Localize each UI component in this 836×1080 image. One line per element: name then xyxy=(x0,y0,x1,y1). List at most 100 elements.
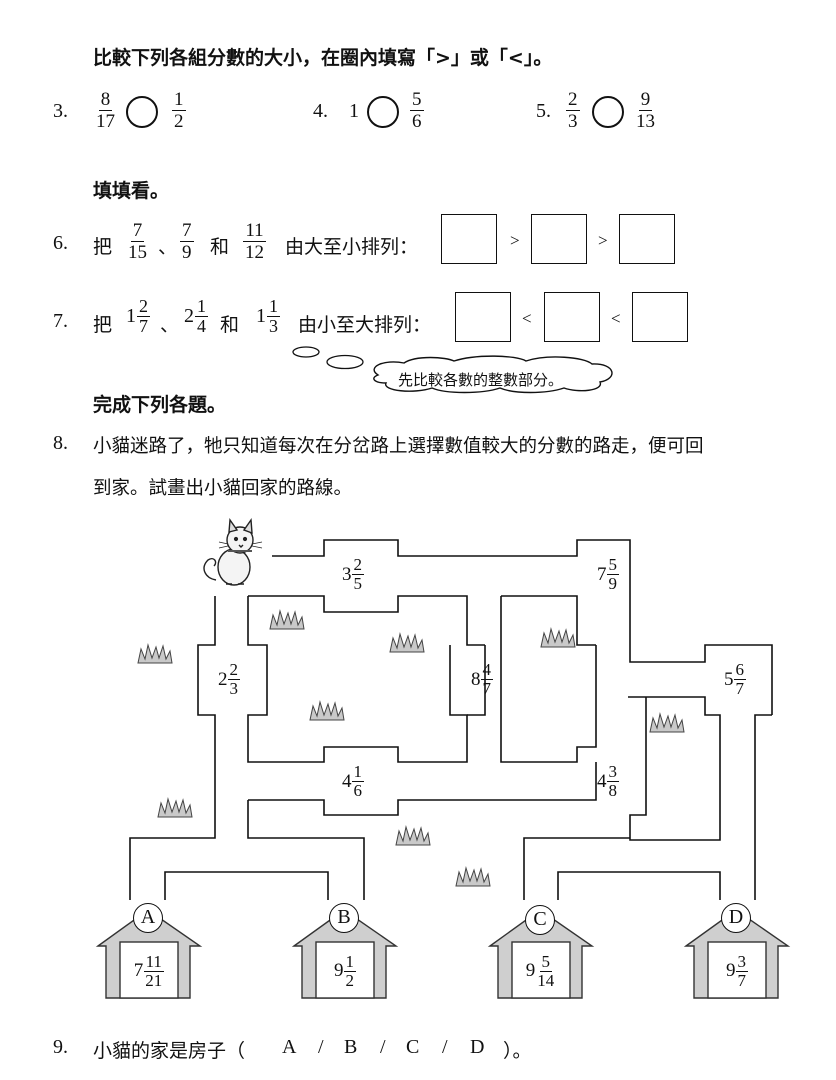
numerator: 9 xyxy=(638,89,653,111)
q9-close: ）。 xyxy=(503,1040,532,1062)
q9-choice-c[interactable]: C xyxy=(406,1036,420,1058)
q8-number: 8. xyxy=(53,432,68,454)
numerator: 4 xyxy=(480,660,493,680)
numerator: 11 xyxy=(143,951,164,972)
whole-part: 9 xyxy=(726,960,736,981)
denominator: 3 xyxy=(229,679,239,698)
house-b-icon xyxy=(291,909,399,999)
q7-operator-1: < xyxy=(522,309,532,328)
q3-answer-circle[interactable] xyxy=(126,96,158,128)
q9-slash-1: / xyxy=(318,1036,324,1058)
numerator: 1 xyxy=(351,762,364,782)
q3-left-fraction: 8 17 xyxy=(94,89,117,132)
q5-answer-circle[interactable] xyxy=(592,96,624,128)
q6-fraction-c: 11 12 xyxy=(243,220,266,263)
whole-part: 8 xyxy=(471,668,481,690)
q9-choice-d[interactable]: D xyxy=(470,1036,485,1058)
denominator: 3 xyxy=(568,111,578,132)
q8-text-line1: 小貓迷路了，牠只知道每次在分岔路上選擇數值較大的分數的路走，便可回 xyxy=(93,436,704,457)
numerator: 8 xyxy=(98,89,113,111)
q9-slash-3: / xyxy=(442,1036,448,1058)
q3-right-fraction: 1 2 xyxy=(172,89,186,132)
q4-number: 4. xyxy=(313,100,328,122)
whole-part: 3 xyxy=(342,563,352,585)
q7-answer-box-2[interactable] xyxy=(544,292,600,342)
whole-part: 1 xyxy=(126,305,136,327)
whole-part: 9 xyxy=(525,960,536,981)
q6-number: 6. xyxy=(53,232,68,254)
house-c-letter: C xyxy=(525,905,555,935)
q7-operator-2: < xyxy=(611,309,621,328)
q6-answer-box-2[interactable] xyxy=(531,214,587,264)
whole-part: 2 xyxy=(184,305,194,327)
denominator: 13 xyxy=(636,111,655,132)
numerator: 5 xyxy=(410,89,424,111)
numerator: 1 xyxy=(267,296,280,317)
numerator: 2 xyxy=(566,89,580,111)
q6-operator-2: > xyxy=(598,231,608,250)
numerator: 2 xyxy=(137,296,150,317)
numerator: 2 xyxy=(351,555,364,575)
section1-title: 比較下列各組分數的大小，在圈內填寫「>」或「<」。 xyxy=(93,47,553,69)
q6-ba: 把 xyxy=(93,236,113,258)
q7-number: 7. xyxy=(53,310,68,332)
q9-choice-a[interactable]: A xyxy=(282,1036,297,1058)
whole-part: 1 xyxy=(256,305,266,327)
whole-part: 7 xyxy=(597,563,607,585)
numerator: 3 xyxy=(606,762,619,782)
denominator: 2 xyxy=(174,111,184,132)
q8-text-line2: 到家。試畫出小貓回家的路線。 xyxy=(93,478,353,499)
q6-operator-1: > xyxy=(510,231,520,250)
whole-part: 9 xyxy=(334,960,344,981)
house-a-icon xyxy=(95,909,203,999)
house-d-letter: D xyxy=(721,903,751,933)
numerator: 1 xyxy=(195,296,208,317)
house-d-icon xyxy=(683,909,791,999)
whole-part: 5 xyxy=(724,668,734,690)
q6-answer-box-3[interactable] xyxy=(619,214,675,264)
numerator: 1 xyxy=(172,89,186,111)
section3-title: 完成下列各題。 xyxy=(93,394,227,416)
q7-number-b: 2 1 4 xyxy=(184,297,208,336)
q7-number-a: 1 2 7 xyxy=(126,297,150,336)
denominator: 4 xyxy=(197,316,206,336)
denominator: 14 xyxy=(537,970,555,990)
q5-number: 5. xyxy=(536,100,551,122)
houses-drawing xyxy=(95,909,791,999)
denominator: 17 xyxy=(96,111,115,132)
q6-and: 和 xyxy=(210,236,230,258)
denominator: 2 xyxy=(345,970,355,990)
denominator: 21 xyxy=(145,970,163,990)
section2-title: 填填看。 xyxy=(93,180,170,202)
numerator: 7 xyxy=(130,220,145,242)
q7-separator: 、 xyxy=(160,314,180,336)
denominator: 15 xyxy=(128,242,147,263)
denominator: 9 xyxy=(182,242,192,263)
q7-answer-box-3[interactable] xyxy=(632,292,688,342)
q4-left-value: 1 xyxy=(349,100,359,122)
numerator: 6 xyxy=(733,660,746,680)
q6-answer-box-1[interactable] xyxy=(441,214,497,264)
numerator: 3 xyxy=(735,951,748,972)
q9-choice-b[interactable]: B xyxy=(344,1036,358,1058)
q7-instruction: 由小至大排列： xyxy=(298,314,432,336)
denominator: 7 xyxy=(482,679,492,698)
denominator: 5 xyxy=(353,574,363,593)
q7-number-c: 1 1 3 xyxy=(256,297,280,336)
q7-answer-box-1[interactable] xyxy=(455,292,511,342)
cat-icon xyxy=(203,517,263,586)
q9-text: 小貓的家是房子（ xyxy=(93,1040,246,1062)
q4-answer-circle[interactable] xyxy=(367,96,399,128)
numerator: 7 xyxy=(180,220,194,242)
whole-part: 2 xyxy=(218,668,228,690)
q6-instruction: 由大至小排列： xyxy=(285,236,419,258)
house-c-icon xyxy=(487,909,595,999)
q5-right-fraction: 9 13 xyxy=(634,89,657,132)
whole-part: 7 xyxy=(133,960,144,981)
whole-part: 4 xyxy=(342,770,352,792)
q7-and: 和 xyxy=(220,314,240,336)
